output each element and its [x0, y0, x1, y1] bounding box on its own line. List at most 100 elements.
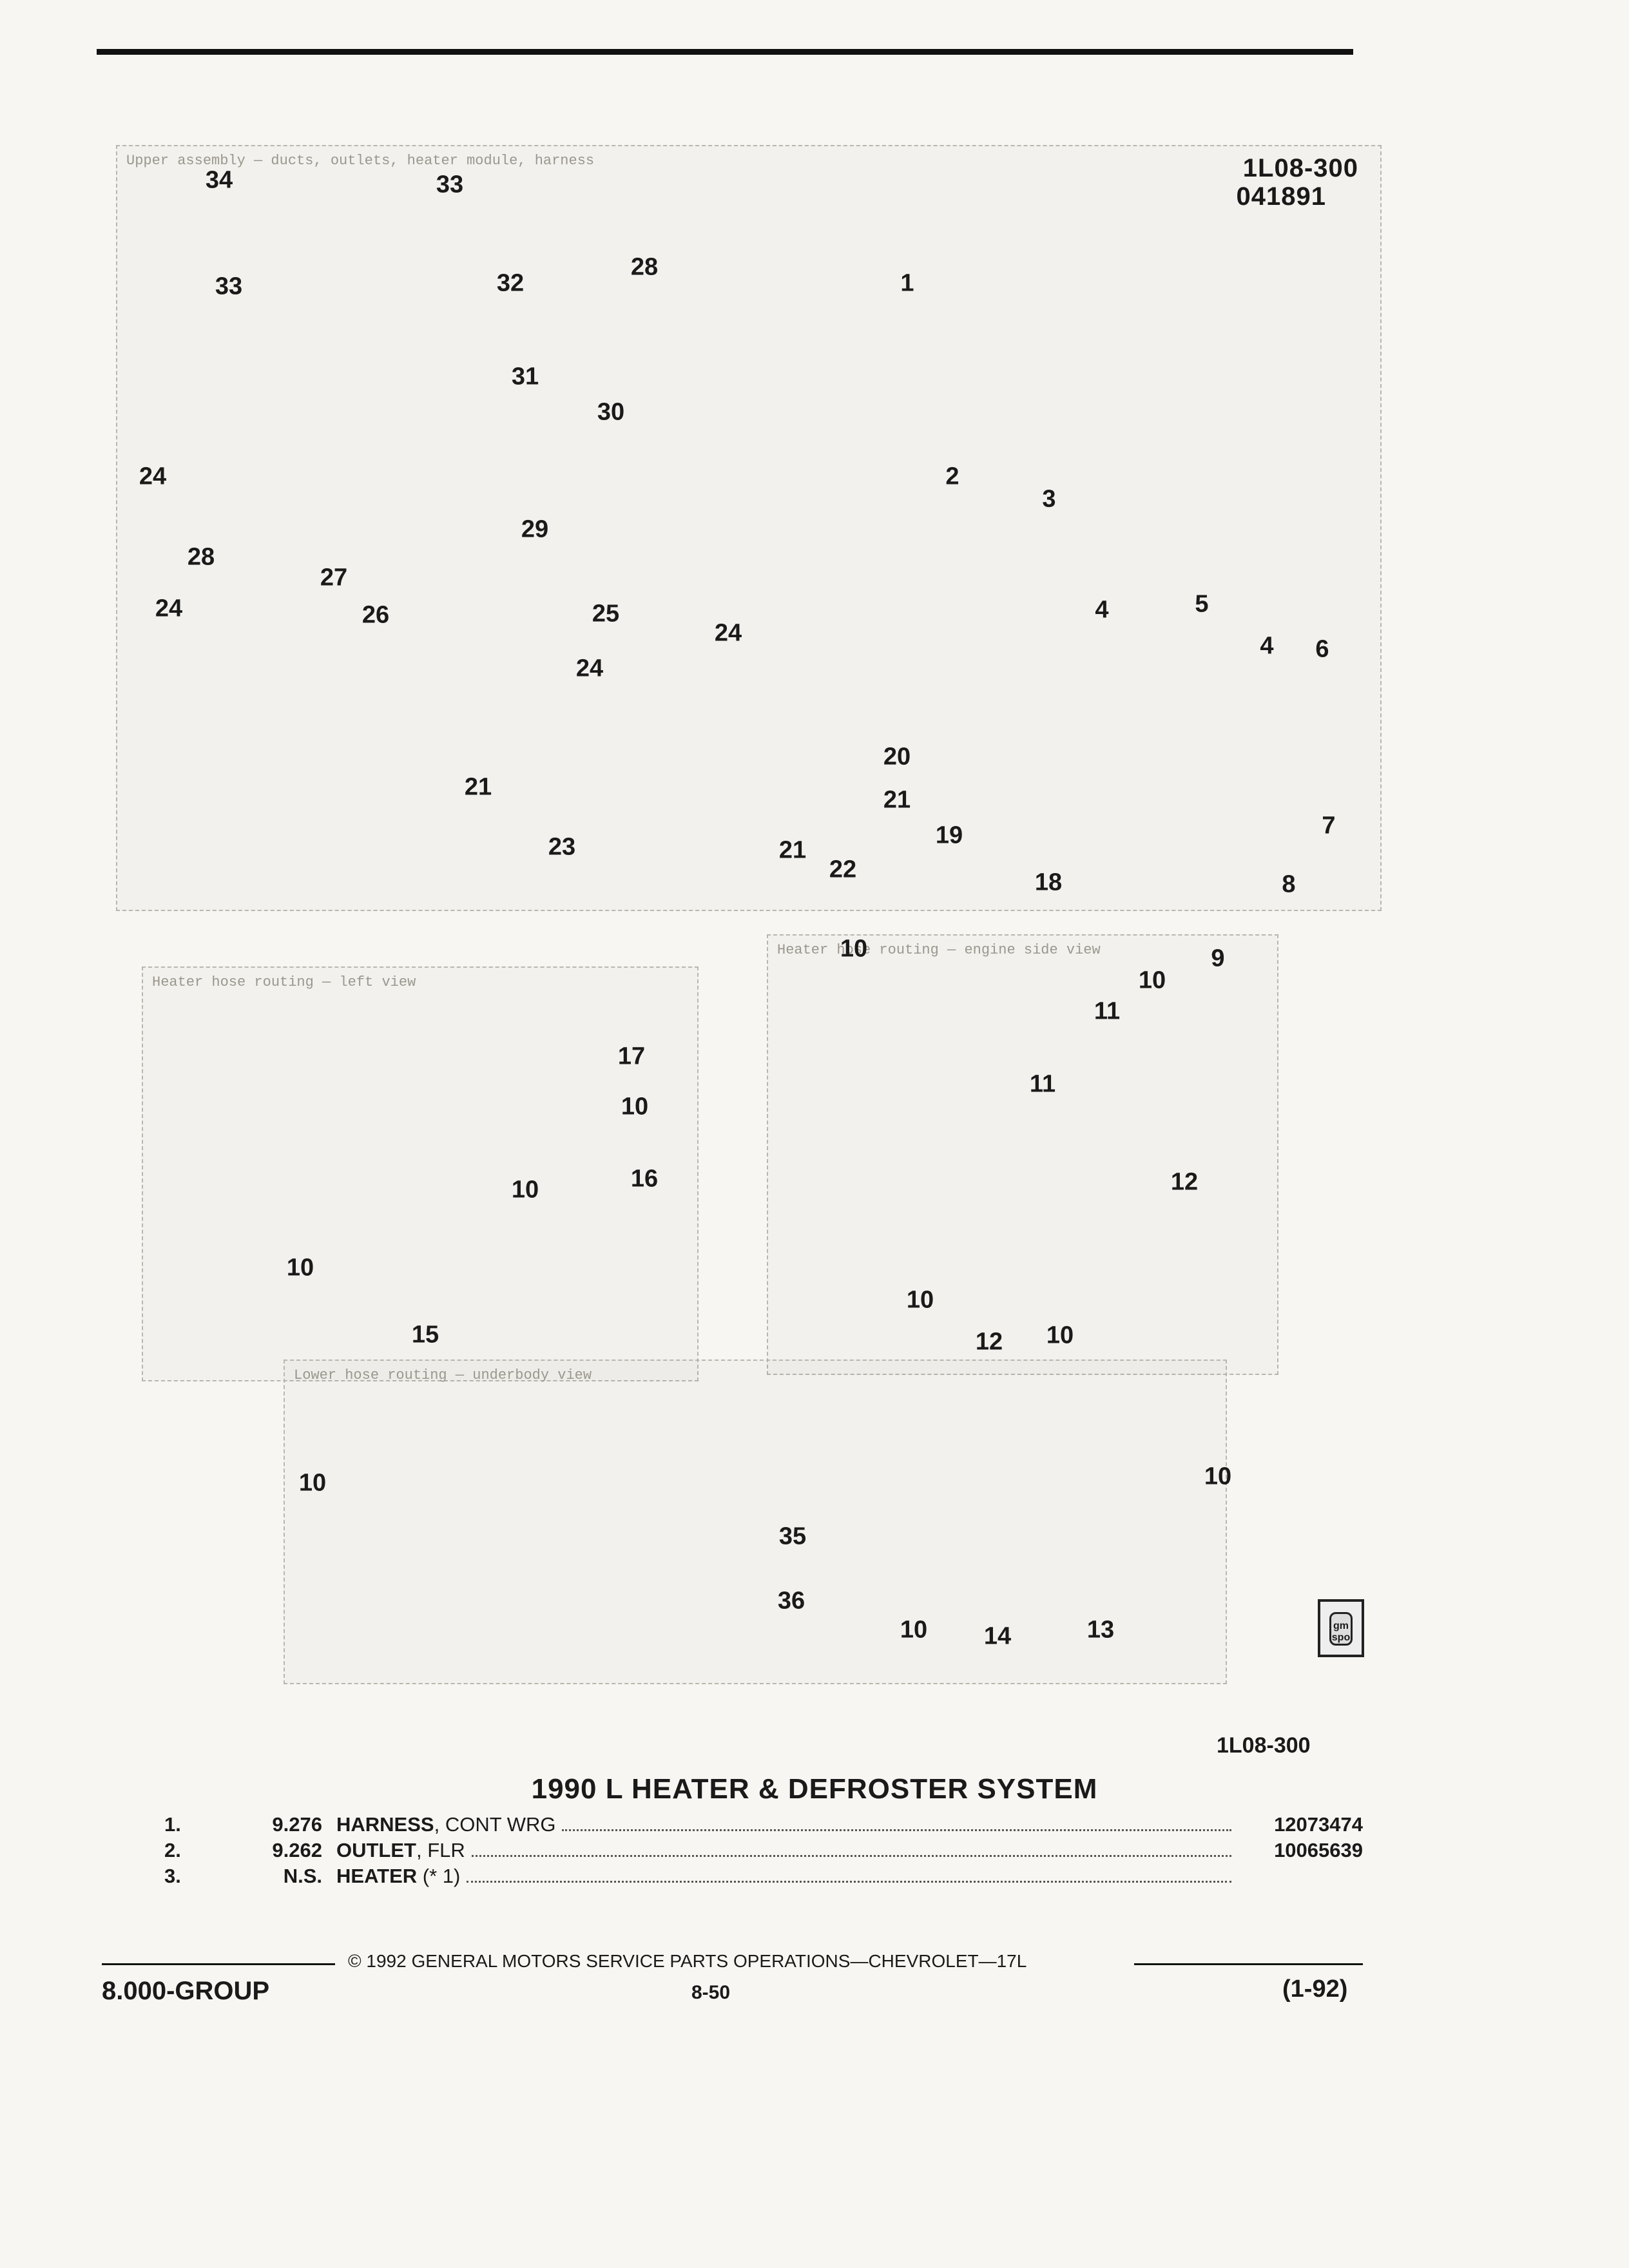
page-title: 1990 L HEATER & DEFROSTER SYSTEM — [531, 1773, 1098, 1805]
callout-number: 19 — [935, 822, 963, 849]
part-detail: , CONT WRG — [434, 1813, 556, 1836]
callout-number: 10 — [900, 1616, 928, 1644]
callout-number: 2 — [945, 463, 959, 490]
callout-number: 33 — [215, 273, 243, 300]
illustration-upper-assembly: Upper assembly — ducts, outlets, heater … — [116, 145, 1382, 911]
callout-number: 10 — [906, 1286, 934, 1314]
part-number: 10065639 — [1274, 1839, 1363, 1861]
footer-rule-right — [1134, 1963, 1363, 1965]
part-group-code: 9.262 — [272, 1839, 322, 1861]
callout-number: 10 — [1138, 966, 1166, 994]
callout-number: 28 — [187, 543, 215, 571]
callout-number: 25 — [592, 600, 620, 628]
callout-number: 36 — [777, 1587, 805, 1615]
parts-row: 1. 9.276 HARNESS, CONT WRG 12073474 — [164, 1813, 1363, 1839]
parts-row: 2. 9.262 OUTLET, FLR 10065639 — [164, 1839, 1363, 1865]
part-description: HEATER (* 1) — [336, 1865, 467, 1888]
callout-number: 17 — [617, 1043, 646, 1070]
callout-number: 10 — [286, 1254, 314, 1282]
callout-number: 10 — [298, 1469, 327, 1497]
callout-number: 4 — [1095, 596, 1109, 624]
callout-number: 24 — [575, 655, 604, 682]
part-index: 3. — [164, 1865, 181, 1887]
callout-number: 10 — [1204, 1463, 1232, 1490]
part-index: 2. — [164, 1839, 181, 1861]
callout-number: 5 — [1195, 590, 1209, 618]
callout-number: 10 — [621, 1093, 649, 1120]
callout-number: 15 — [411, 1321, 439, 1349]
illustration-engine-hoses: Heater hose routing — engine side view — [767, 934, 1278, 1375]
part-name: HEATER — [336, 1865, 418, 1887]
part-index: 1. — [164, 1813, 181, 1836]
footer-rule-left — [102, 1963, 335, 1965]
part-number: 12073474 — [1274, 1813, 1363, 1836]
callout-number: 11 — [1029, 1070, 1056, 1098]
copyright-text: © 1992 GENERAL MOTORS SERVICE PARTS OPER… — [348, 1951, 1027, 1971]
callout-number: 24 — [139, 463, 167, 490]
page-number: 8-50 — [691, 1982, 731, 2003]
callout-number: 9 — [1211, 945, 1225, 972]
illustration-lower-hoses: Lower hose routing — underbody view — [284, 1360, 1227, 1684]
callout-number: 23 — [548, 833, 576, 861]
callout-number: 21 — [464, 773, 492, 801]
callout-number: 10 — [511, 1176, 539, 1204]
leader-dots — [467, 1881, 1231, 1883]
group-label: 8.000-GROUP — [102, 1977, 270, 2005]
doc-date: 041891 — [1236, 182, 1326, 211]
callout-number: 26 — [361, 601, 390, 629]
gm-spo-logo: gm spo — [1318, 1599, 1364, 1657]
illustration-caption: Upper assembly — ducts, outlets, heater … — [126, 153, 595, 169]
callout-number: 1 — [900, 269, 914, 297]
callout-number: 32 — [496, 269, 525, 297]
callout-number: 34 — [205, 166, 233, 194]
callout-number: 18 — [1034, 869, 1063, 896]
part-group-code: N.S. — [283, 1865, 322, 1887]
part-group-code: 9.276 — [272, 1813, 322, 1836]
callout-number: 27 — [320, 564, 348, 591]
leader-dots — [562, 1829, 1231, 1831]
part-detail: , FLR — [416, 1839, 465, 1861]
illustration-caption: Heater hose routing — engine side view — [777, 942, 1101, 958]
part-name: OUTLET — [336, 1839, 416, 1861]
callout-number: 30 — [597, 398, 625, 426]
callout-number: 10 — [1046, 1321, 1074, 1349]
callout-number: 6 — [1315, 635, 1329, 663]
part-detail: (* 1) — [422, 1865, 461, 1887]
logo-text: gm spo — [1331, 1620, 1351, 1643]
parts-row: 3. N.S. HEATER (* 1) — [164, 1865, 1363, 1890]
callout-number: 16 — [630, 1165, 659, 1193]
callout-number: 35 — [778, 1523, 807, 1550]
callout-number: 14 — [983, 1622, 1012, 1650]
callout-number: 29 — [521, 515, 549, 543]
callout-number: 7 — [1322, 812, 1336, 840]
leader-dots — [471, 1855, 1231, 1857]
doc-code: 1L08-300 — [1242, 154, 1358, 182]
parts-list: 1. 9.276 HARNESS, CONT WRG 12073474 2. 9… — [164, 1813, 1363, 1890]
illustration-left-hoses: Heater hose routing — left view — [142, 966, 699, 1381]
part-name: HARNESS — [336, 1813, 434, 1836]
part-description: OUTLET, FLR — [336, 1839, 472, 1862]
callout-number: 24 — [155, 595, 183, 622]
callout-number: 13 — [1086, 1616, 1115, 1644]
callout-number: 28 — [630, 253, 659, 281]
callout-number: 31 — [511, 363, 539, 390]
callout-number: 22 — [829, 856, 857, 883]
header-rule — [97, 49, 1353, 55]
callout-number: 3 — [1042, 485, 1056, 513]
revision-label: (1-92) — [1282, 1975, 1348, 2003]
callout-number: 12 — [1170, 1168, 1199, 1196]
callout-number: 10 — [840, 935, 868, 963]
callout-number: 8 — [1282, 870, 1296, 898]
part-description: HARNESS, CONT WRG — [336, 1813, 562, 1836]
illustration-caption: Heater hose routing — left view — [152, 974, 416, 990]
illustration-caption: Lower hose routing — underbody view — [294, 1367, 592, 1383]
callout-number: 4 — [1260, 632, 1274, 660]
illustration-code: 1L08-300 — [1217, 1733, 1311, 1758]
callout-number: 12 — [975, 1328, 1003, 1356]
callout-number: 24 — [714, 619, 742, 647]
callout-number: 33 — [436, 171, 464, 198]
callout-number: 21 — [778, 836, 807, 864]
callout-number: 20 — [883, 743, 911, 771]
callout-number: 11 — [1094, 997, 1121, 1025]
callout-number: 21 — [883, 786, 911, 814]
